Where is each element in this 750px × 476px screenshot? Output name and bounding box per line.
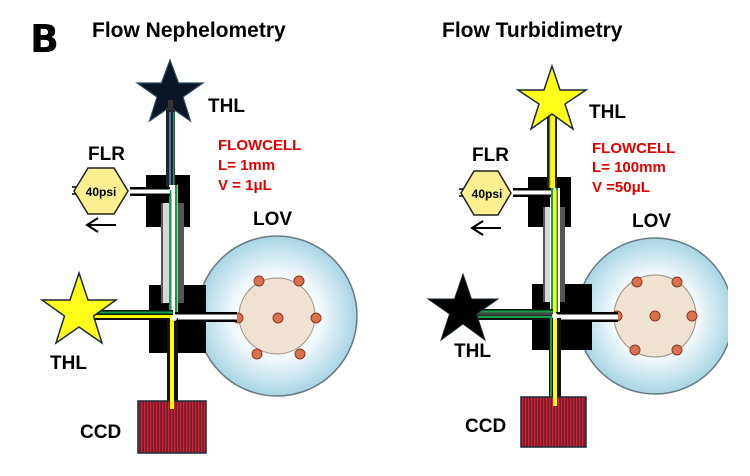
fiber-core: [169, 112, 171, 190]
side-source-label: THL: [454, 341, 491, 362]
top-source-label: THL: [208, 96, 245, 117]
flr-label: FLR: [472, 145, 509, 166]
lov-label: LOV: [632, 211, 671, 232]
top-light-source-star-icon: [515, 63, 589, 131]
fiber-core: [173, 112, 175, 190]
fiber-green: [556, 188, 558, 313]
fiber-core: [549, 110, 551, 190]
fiber-yellow: [550, 110, 555, 200]
flow-direction-arrow-icon: [470, 220, 501, 236]
fiber-yellow: [95, 315, 173, 318]
fiber-core: [468, 312, 553, 316]
detection-point: [552, 313, 558, 319]
lov-port: [629, 344, 641, 356]
lov-port: [310, 312, 322, 324]
fiber-yellow: [553, 190, 557, 405]
hex-notch: [459, 188, 463, 197]
flr-label: FLR: [88, 144, 125, 165]
panel-title: Flow Turbidimetry: [442, 19, 623, 42]
side-light-source-star-icon: [39, 270, 119, 345]
flowcell-length: L= 100mm: [592, 159, 666, 176]
hexagon-icon: [73, 167, 129, 215]
flr-tube-bore: [513, 190, 551, 195]
flowcell-heading: FLOWCELL: [592, 140, 675, 157]
lov-port: [671, 344, 683, 356]
top-source-label: THL: [589, 102, 626, 123]
side-source-label: THL: [50, 353, 87, 374]
lov-port: [631, 276, 643, 288]
detection-point: [171, 315, 177, 321]
lov-port: [294, 348, 306, 360]
fiber-yellow: [170, 400, 174, 409]
lov-port: [251, 348, 263, 360]
fiber-green: [169, 190, 172, 316]
flr-tube-bore: [130, 189, 170, 194]
fiber-yellow: [170, 318, 174, 408]
side-light-source-star-icon: [426, 272, 500, 342]
fiber-tip: [168, 100, 173, 110]
lov-tube-bore: [556, 314, 618, 320]
flow-restrictor: 40psi: [459, 170, 512, 216]
fiber-green: [175, 185, 178, 320]
fiber-yellow: [553, 318, 557, 410]
fiber-green: [478, 310, 553, 313]
sheath-wall: [545, 207, 550, 302]
flr-pressure: 40psi: [472, 187, 503, 201]
panel-turbidimetry: Flow Turbidimetry: [426, 19, 750, 448]
fiber-green: [95, 311, 173, 314]
lov-port: [686, 310, 698, 322]
panel-title: Flow Nephelometry: [92, 19, 286, 42]
lov-label: LOV: [253, 209, 292, 230]
flowcell-volume: V =50μL: [592, 179, 650, 196]
ccd-label: CCD: [80, 422, 121, 443]
lov-port: [272, 312, 284, 324]
fiber-yellow: [553, 396, 557, 406]
flow-restrictor: 40psi: [72, 167, 129, 215]
flowcell-length: L= 1mm: [218, 157, 275, 174]
flow-direction-arrow-icon: [85, 217, 116, 233]
ccd-detector: [137, 400, 207, 454]
fiber-green: [551, 188, 554, 313]
hex-notch: [72, 186, 76, 195]
panel-nephelometry: Flow Nephelometry: [39, 19, 358, 454]
flow-channel: [169, 185, 178, 320]
clip-mask: [728, 220, 750, 420]
hexagon-icon: [460, 170, 512, 216]
lov-port: [671, 276, 683, 288]
lov-valve: [576, 220, 750, 420]
lov-port: [293, 275, 305, 287]
ccd-label: CCD: [465, 416, 506, 437]
fiber-green: [550, 318, 552, 398]
panel-label: B: [30, 17, 59, 61]
fiber-green: [478, 316, 553, 318]
lov-port: [649, 310, 661, 322]
flowcell-volume: V = 1μL: [218, 177, 272, 194]
lov-tube-bore: [175, 314, 237, 320]
lov-port: [253, 275, 265, 287]
flowcell-heading: FLOWCELL: [218, 137, 301, 154]
flr-pressure: 40psi: [86, 185, 117, 199]
sheath-wall: [163, 203, 169, 303]
